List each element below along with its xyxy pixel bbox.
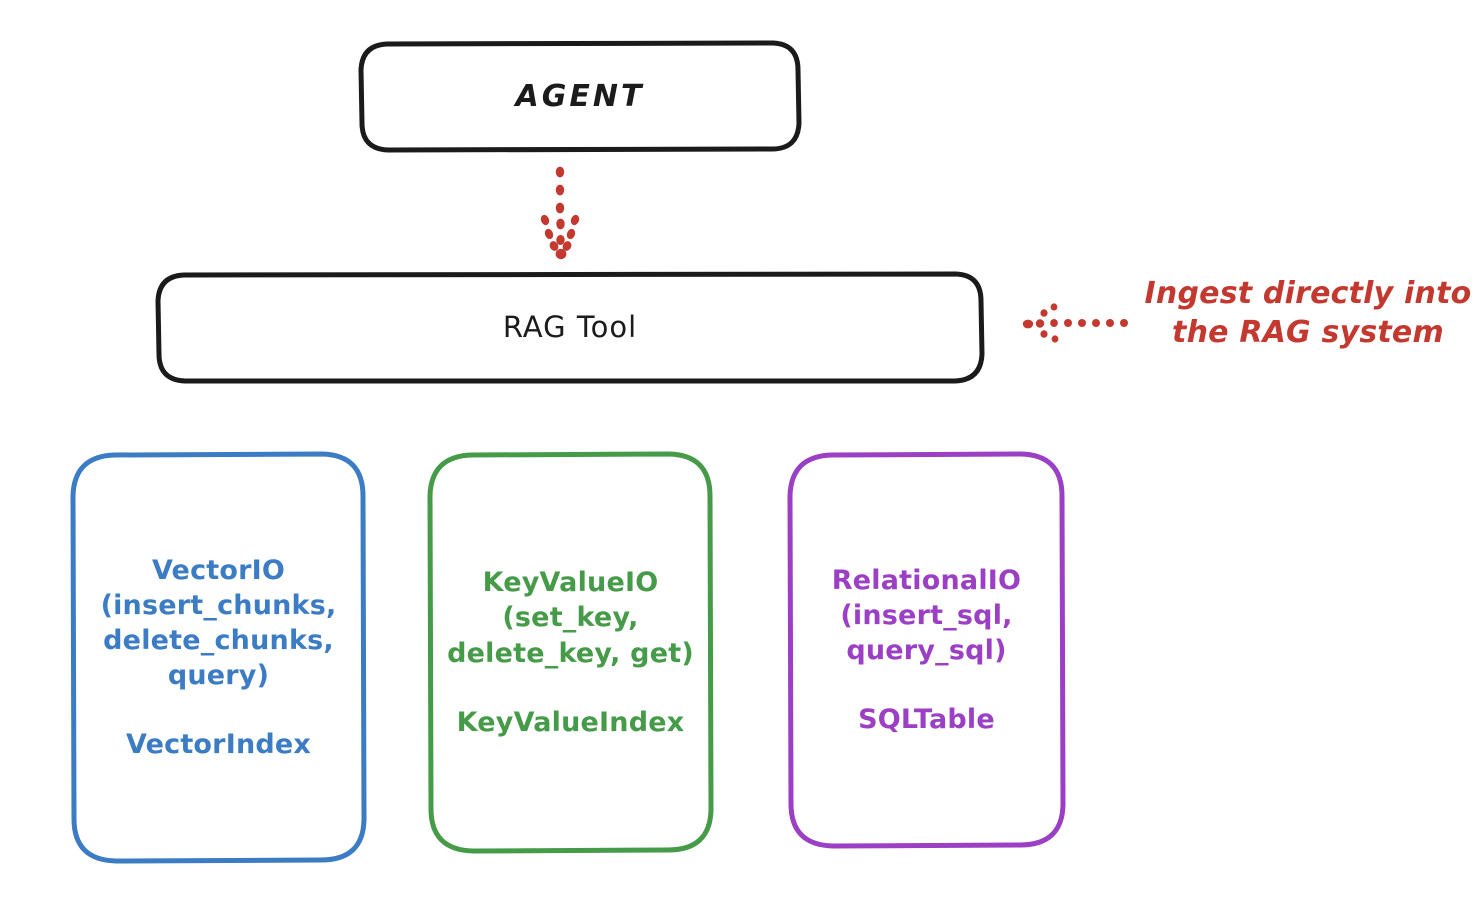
ingest-annotation-text: Ingest directly into the RAG system <box>1144 276 1472 350</box>
ingest-dotted-arrow-icon <box>1022 303 1128 343</box>
node-key-value-io[interactable]: KeyValueIO (set_key, delete_key, get) Ke… <box>426 450 715 855</box>
node-relational-io-api: RelationalIO (insert_sql, query_sql) <box>831 564 1022 666</box>
node-vector-io[interactable]: VectorIO (insert_chunks, delete_chunks, … <box>69 450 368 865</box>
node-relational-io-index: SQLTable <box>858 704 995 736</box>
node-rag-tool-label: RAG Tool <box>502 310 638 345</box>
node-vector-io-index: VectorIndex <box>125 729 312 761</box>
node-agent-label: AGENT <box>515 78 645 114</box>
agent-to-ragtool-dotted-arrow-icon <box>540 166 580 260</box>
ingest-annotation: Ingest directly into the RAG system <box>1020 272 1480 382</box>
node-rag-tool[interactable]: RAG Tool <box>154 270 986 385</box>
node-key-value-io-api: KeyValueIO (set_key, delete_key, get) <box>447 567 694 669</box>
node-key-value-io-index: KeyValueIndex <box>456 706 685 738</box>
node-vector-io-api: VectorIO (insert_chunks, delete_chunks, … <box>100 554 337 692</box>
node-relational-io[interactable]: RelationalIO (insert_sql, query_sql) SQL… <box>786 450 1067 850</box>
node-agent[interactable]: AGENT <box>357 39 803 154</box>
